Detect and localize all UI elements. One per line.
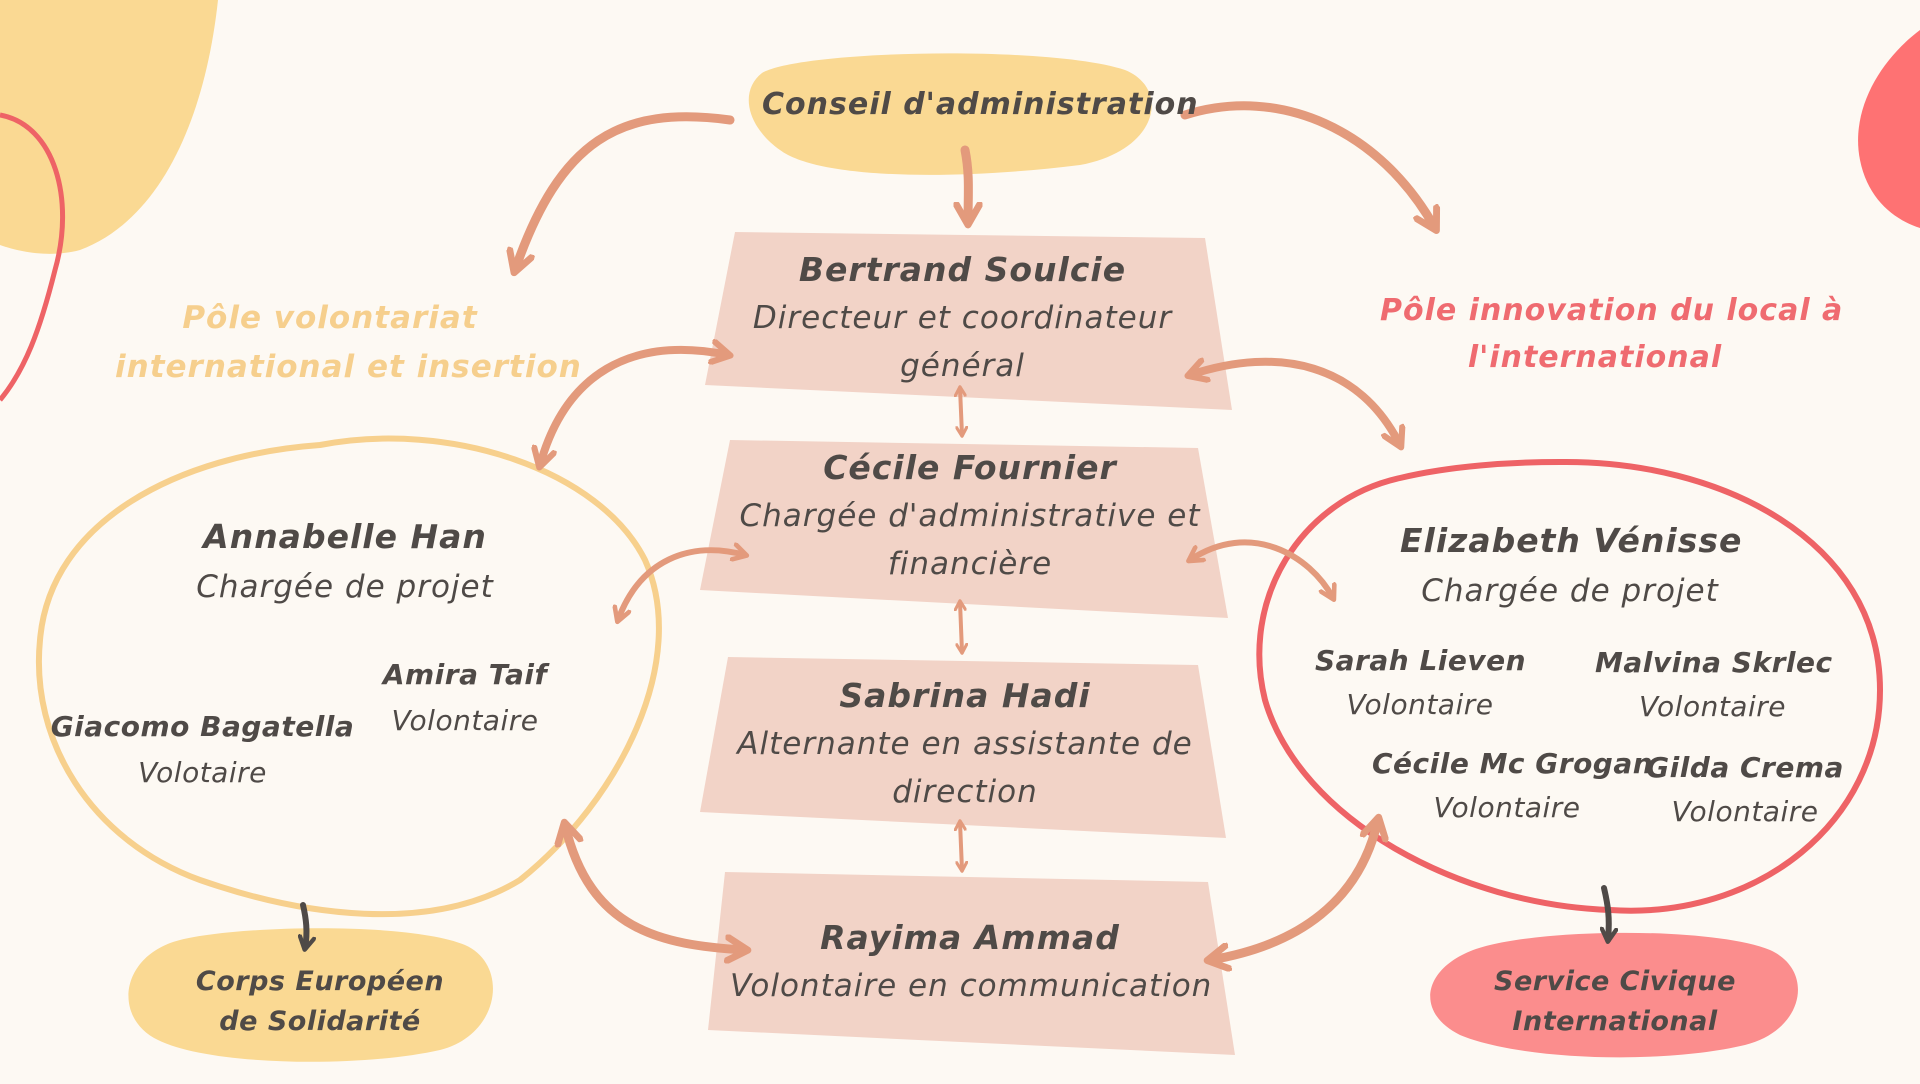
conseil-label: Conseil d'administration — [762, 87, 1199, 122]
corps-line1: Corps Européen — [195, 966, 445, 997]
member-name: Cécile Mc Grogan — [1372, 747, 1654, 780]
right-member-gilda: Gilda Crema Volontaire — [1640, 746, 1850, 834]
box-cecile — [700, 440, 1228, 618]
person-name: Sabrina Hadi — [839, 676, 1091, 715]
service-line1: Service Civique — [1494, 966, 1736, 997]
person-role: Chargée d'administrative et — [739, 498, 1201, 534]
person-role: général — [900, 348, 1025, 384]
left-member-amira: Amira Taif Volontaire — [370, 652, 560, 744]
corps-europeen-label: Corps Européen de Solidarité — [170, 962, 470, 1042]
arrow-conseil-to-bertrand — [965, 145, 968, 222]
right-member-malvina: Malvina Skrlec Volontaire — [1595, 641, 1833, 729]
person-name: Cécile Fournier — [823, 448, 1117, 487]
pole-left-line1: Pôle volontariat — [182, 300, 478, 336]
arrow-bertrand-to-right-circle — [1190, 362, 1400, 445]
blob-corps-europeen — [128, 928, 493, 1062]
person-role: direction — [892, 774, 1038, 810]
right-member-cecile-mc-grogan: Cécile Mc Grogan Volontaire — [1372, 742, 1654, 830]
corner-blob-top-left-curve — [0, 112, 66, 402]
corner-blob-top-left — [0, 0, 218, 254]
person-role: financière — [887, 546, 1053, 582]
member-role: Volontaire — [1671, 795, 1819, 828]
arrow-bertrand-cecile — [960, 388, 962, 435]
arrow-right-circle-to-service — [1604, 885, 1609, 940]
member-name: Amira Taif — [382, 658, 548, 691]
right-member-sarah: Sarah Lieven Volontaire — [1315, 639, 1527, 727]
box-sabrina — [700, 657, 1226, 838]
member-role: Volontaire — [1639, 690, 1786, 723]
person-role: Directeur et coordinateur — [752, 300, 1173, 336]
arrow-rayima-to-right-circle — [1210, 820, 1378, 960]
box-bertrand — [705, 232, 1232, 410]
person-rayima: Rayima Ammad Volontaire en communication — [730, 914, 1213, 1010]
left-member-giacomo: Giacomo Bagatella Volotaire — [45, 704, 360, 796]
arrow-bertrand-to-left-circle — [540, 350, 728, 465]
person-role: Volontaire en communication — [730, 968, 1213, 1004]
member-name: Giacomo Bagatella — [50, 710, 355, 743]
person-name: Annabelle Han — [203, 517, 487, 556]
arrow-conseil-to-right-pole — [1180, 101, 1435, 228]
pole-right-line1: Pôle innovation du local à — [1380, 293, 1844, 328]
member-name: Malvina Skrlec — [1595, 646, 1833, 679]
pole-right-line2: l'international — [1467, 340, 1723, 375]
member-name: Sarah Lieven — [1315, 644, 1527, 677]
right-group-lead: Elizabeth Vénisse Chargée de projet — [1400, 516, 1743, 616]
person-name: Elizabeth Vénisse — [1400, 521, 1743, 560]
member-name: Gilda Crema — [1646, 751, 1844, 784]
member-role: Volontaire — [1346, 688, 1494, 721]
person-role: Chargée de projet — [1421, 573, 1719, 609]
person-cecile-fournier: Cécile Fournier Chargée d'administrative… — [730, 444, 1210, 588]
person-name: Rayima Ammad — [820, 918, 1120, 957]
arrow-conseil-to-left-pole — [515, 112, 735, 270]
service-line2: International — [1512, 1006, 1718, 1037]
person-bertrand: Bertrand Soulcie Directeur et coordinate… — [730, 246, 1195, 390]
arrow-rayima-to-left-circle — [565, 825, 745, 950]
box-rayima — [708, 872, 1235, 1055]
member-role: Volotaire — [138, 756, 267, 789]
arrow-cecile-sabrina — [960, 602, 962, 652]
corps-line2: de Solidarité — [219, 1006, 421, 1037]
pole-left-label: Pôle volontariat international et insert… — [115, 294, 582, 392]
arrow-cecile-to-right-circle — [1190, 539, 1333, 598]
pole-left-line2: international et insertion — [115, 349, 582, 385]
member-role: Volontaire — [391, 704, 539, 737]
person-name: Bertrand Soulcie — [798, 250, 1127, 289]
oval-conseil — [748, 53, 1152, 175]
arrow-sabrina-rayima — [960, 822, 962, 870]
arrow-left-circle-to-corps — [303, 902, 306, 948]
person-role: Chargée de projet — [196, 569, 494, 605]
person-sabrina: Sabrina Hadi Alternante en assistante de… — [730, 672, 1200, 816]
pole-right-label: Pôle innovation du local à l'internation… — [1380, 287, 1844, 381]
circle-left-group — [35, 435, 662, 918]
left-group-lead: Annabelle Han Chargée de projet — [180, 512, 510, 612]
blob-service-civique — [1430, 932, 1798, 1058]
person-role: Alternante en assistante de — [737, 726, 1193, 762]
corner-blob-top-right — [1858, 30, 1920, 228]
circle-right-group — [1256, 458, 1884, 914]
service-civique-label: Service Civique International — [1460, 962, 1770, 1042]
arrow-cecile-to-left-circle — [618, 550, 745, 620]
member-role: Volontaire — [1433, 791, 1581, 824]
